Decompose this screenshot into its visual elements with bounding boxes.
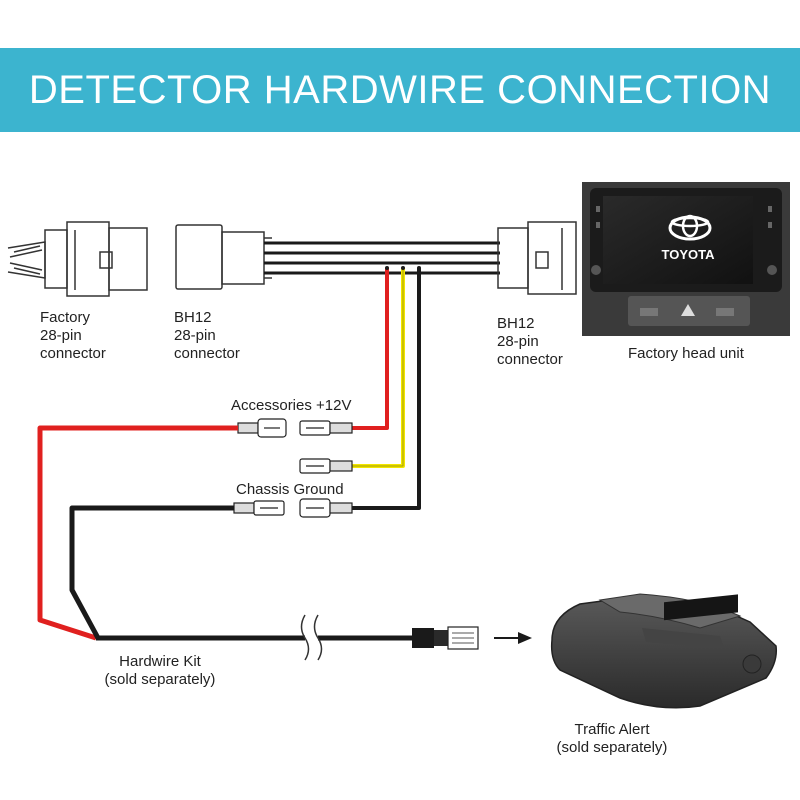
arrow-icon — [494, 632, 532, 644]
head-unit-brand: TOYOTA — [662, 247, 716, 262]
hardwire-kit-label-line2: (sold separately) — [105, 671, 216, 688]
traffic-alert-label-line1: Traffic Alert — [574, 721, 650, 738]
hardwire-kit-wires — [37, 425, 412, 641]
head-unit-image: TOYOTA — [582, 182, 790, 336]
hardwire-kit-label: Hardwire Kit (sold separately) — [105, 653, 216, 688]
ground-female-terminal — [299, 498, 353, 518]
cable-break-mark — [300, 614, 323, 661]
traffic-alert-label: Traffic Alert (sold separately) — [557, 721, 668, 756]
chassis-ground-label: Chassis Ground — [236, 481, 344, 498]
rj-plug — [412, 626, 479, 650]
accessories-male-terminal — [299, 420, 353, 436]
bh12-left-label-line2: 28-pin — [174, 327, 216, 344]
bh12-right-connector — [497, 221, 577, 295]
harness-wires — [264, 241, 500, 275]
page-title: DETECTOR HARDWIRE CONNECTION — [28, 67, 772, 112]
bh12-left-label-line1: BH12 — [174, 309, 212, 326]
factory-label-line1: Factory — [40, 309, 91, 326]
accessories-label: Accessories +12V — [231, 397, 351, 414]
bh12-right-label: BH12 28-pin connector — [497, 315, 563, 368]
bh12-right-label-line1: BH12 — [497, 315, 535, 332]
ground-male-terminal — [233, 500, 285, 516]
accessories-female-terminal — [237, 418, 287, 438]
bh12-left-label-line3: connector — [174, 345, 240, 362]
factory-connector-label: Factory 28-pin connector — [40, 309, 106, 362]
hardwire-kit-label-line1: Hardwire Kit — [119, 653, 202, 670]
title-banner: DETECTOR HARDWIRE CONNECTION — [0, 48, 800, 132]
bh12-left-label: BH12 28-pin connector — [174, 309, 240, 362]
bh12-left-connector — [175, 224, 272, 290]
traffic-alert-label-line2: (sold separately) — [557, 739, 668, 756]
bh12-right-label-line2: 28-pin — [497, 333, 539, 350]
tap-wires — [352, 266, 421, 510]
yellow-terminal — [299, 458, 353, 474]
traffic-alert-device — [550, 593, 778, 709]
bh12-right-label-line3: connector — [497, 351, 563, 368]
factory-connector — [7, 221, 148, 297]
head-unit-label: Factory head unit — [628, 345, 745, 362]
factory-label-line2: 28-pin — [40, 327, 82, 344]
factory-label-line3: connector — [40, 345, 106, 362]
